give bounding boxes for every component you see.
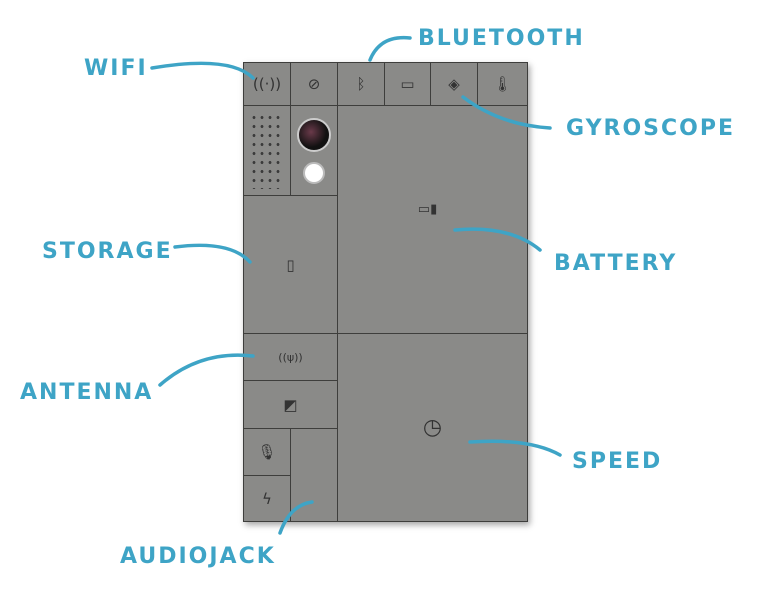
antenna-label: ANTENNA: [20, 380, 154, 405]
battery-label: BATTERY: [554, 251, 678, 276]
modular-phone: ((·)) ⊘ ᛒ ▭ ◈ 🌡︎ ▭▮ ▯ ((ψ)) ◩ 🎙︎ ϟ ◷: [243, 62, 528, 522]
bluetooth-leader: [368, 35, 412, 62]
battery-leader: [453, 227, 542, 252]
speedometer-icon: ◷: [422, 415, 443, 440]
wifi-icon: ((·)): [252, 75, 282, 93]
audiojack-leader: [278, 500, 314, 535]
antenna-icon: ((ψ)): [278, 350, 303, 364]
speaker-grille-icon: [250, 112, 284, 189]
camera-lens-icon: [297, 117, 331, 152]
storage-leader: [173, 243, 252, 264]
flash-icon: [303, 161, 325, 184]
bluetooth-icon: ᛒ: [356, 75, 366, 93]
speed-label: SPEED: [572, 449, 663, 474]
gyroscope-label: GYROSCOPE: [566, 116, 735, 141]
compass-icon: ⊘: [307, 75, 321, 93]
antenna-leader: [158, 353, 255, 387]
audiojack-label: AUDIOJACK: [120, 544, 276, 569]
vibration-icon: ◩: [283, 395, 298, 414]
wifi-leader: [150, 61, 255, 80]
speed-leader: [468, 439, 562, 457]
battery-icon: ▭▮: [417, 202, 438, 217]
gyroscope-icon: ◈: [448, 75, 460, 93]
sd-card-icon: ▯: [286, 255, 295, 274]
thermometer-icon: 🌡︎: [492, 75, 513, 93]
gyroscope-leader: [461, 95, 552, 130]
bluetooth-label: BLUETOOTH: [418, 26, 585, 51]
microphone-icon: 🎙︎: [257, 443, 277, 461]
speed-module: ◷: [337, 333, 528, 522]
sim-card-icon: ▭: [400, 75, 415, 93]
wifi-label: WIFI: [84, 56, 148, 81]
lightning-icon: ϟ: [262, 489, 272, 508]
storage-label: STORAGE: [42, 239, 173, 264]
